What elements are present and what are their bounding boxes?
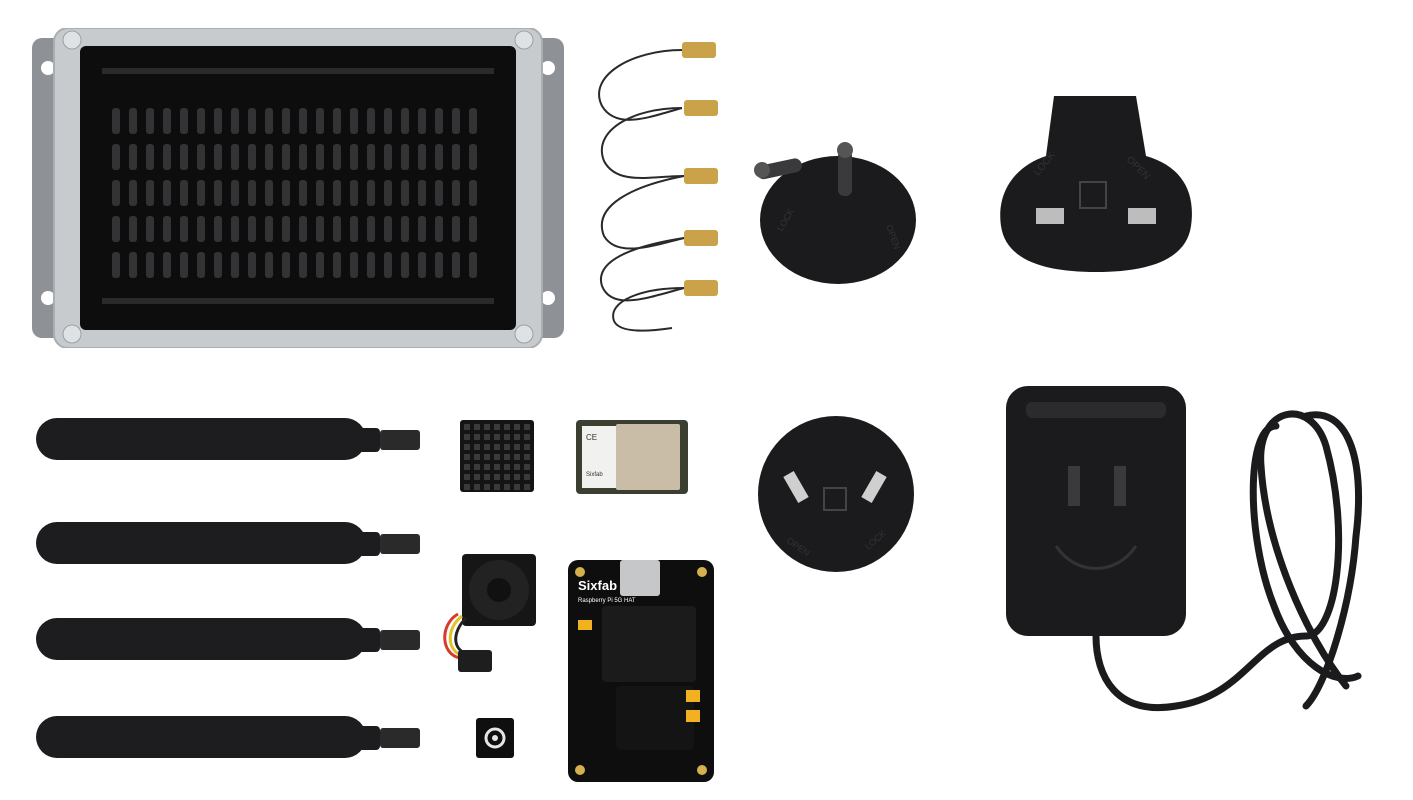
cooling-fan — [440, 554, 538, 684]
au-plug-adapter: OPEN LOCK — [756, 414, 916, 574]
module-brand: Sixfab — [586, 472, 603, 478]
m2-5g-module: CE Sixfab — [576, 420, 688, 494]
heatsink — [460, 420, 534, 492]
antenna — [36, 614, 420, 664]
sixfab-5g-hat-board: Sixfab Raspberry Pi 5G HAT — [568, 560, 714, 782]
module-mark: CE — [586, 433, 597, 442]
sma-pigtail-cables — [592, 36, 732, 336]
antenna — [36, 414, 420, 464]
us-power-supply — [1006, 386, 1378, 726]
uk-plug-adapter: LOCK OPEN — [996, 96, 1196, 272]
eu-plug-adapter: OPEN LOCK — [748, 128, 924, 288]
small-sensor-board — [476, 718, 514, 758]
antenna — [36, 518, 420, 568]
waterproof-enclosure — [32, 28, 564, 348]
antenna — [36, 712, 420, 762]
board-subtitle: Raspberry Pi 5G HAT — [578, 598, 636, 604]
board-brand: Sixfab — [578, 578, 617, 593]
